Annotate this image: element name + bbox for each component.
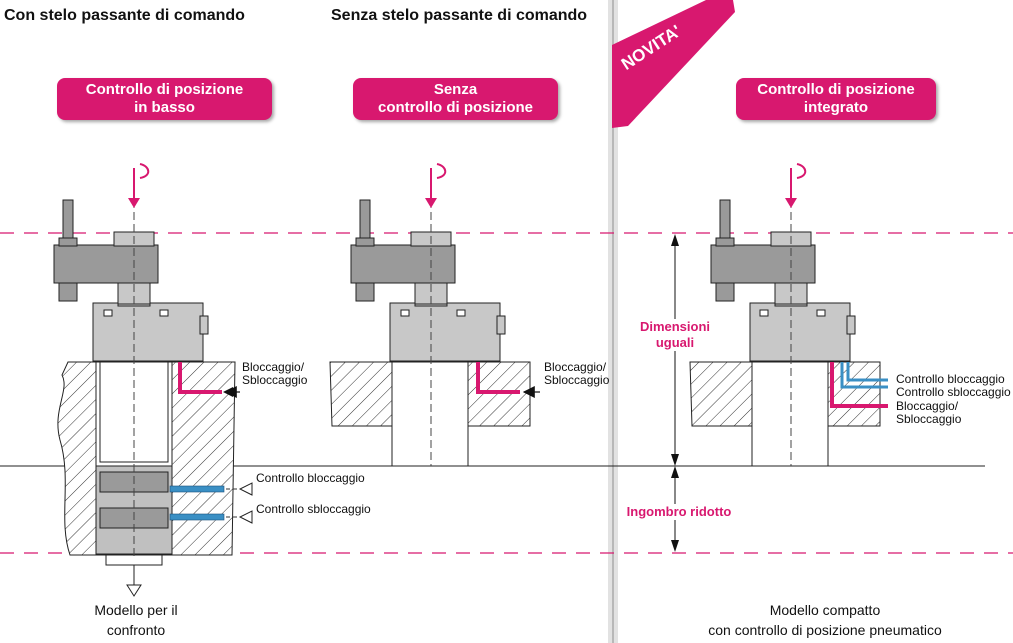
- pill-line-1: Controllo di posizione: [757, 81, 915, 98]
- pill-line-1: Controllo di posizione: [85, 81, 244, 98]
- label-line-1: Bloccaggio/: [896, 399, 959, 413]
- label-line-2: Sbloccaggio: [896, 412, 962, 426]
- right-clamp-label: Bloccaggio/ Sbloccaggio: [896, 400, 961, 426]
- pill-line-2: integrato: [803, 99, 869, 116]
- label-line-1: Bloccaggio/: [242, 360, 305, 374]
- right-clamp-control-label: Controllo bloccaggio: [896, 372, 1005, 386]
- caption-comparison-model: Modello per il confronto: [56, 600, 216, 640]
- pill-line-1: Senza: [433, 81, 478, 98]
- novita-badge: [612, 0, 735, 128]
- label-line-2: uguali: [655, 335, 695, 350]
- header-without-rod: Senza stelo passante di comando: [331, 7, 588, 24]
- left-clamp-label: Bloccaggio/ Sbloccaggio: [242, 361, 307, 387]
- middle-clamp-label: Bloccaggio/ Sbloccaggio: [544, 361, 609, 387]
- caption-line-1: Modello per il: [94, 602, 178, 618]
- header-with-rod: Con stelo passante di comando: [4, 7, 245, 24]
- label-line-1: Dimensioni: [639, 319, 711, 334]
- pill-line-2: in basso: [134, 99, 195, 116]
- caption-line-2: confronto: [106, 622, 166, 638]
- caption-compact-model: Modello compatto con controllo di posizi…: [680, 600, 970, 640]
- right-unit: [689, 163, 888, 467]
- pill-bottom-position-control: Controllo di posizione in basso: [57, 78, 272, 120]
- pill-integrated-position-control: Controllo di posizione integrato: [736, 78, 936, 120]
- equal-dimensions-label: Dimensioni uguali: [632, 319, 718, 351]
- reduced-size-label: Ingombro ridotto: [620, 504, 738, 520]
- dimension-arrows: [671, 234, 679, 552]
- pill-no-position-control: Senza controllo di posizione: [353, 78, 558, 120]
- label-line-2: Sbloccaggio: [242, 373, 308, 387]
- left-unclamp-control-label: Controllo sbloccaggio: [256, 502, 371, 516]
- left-unit: [53, 163, 253, 597]
- pill-line-2: controllo di posizione: [378, 99, 533, 116]
- label-line-2: Sbloccaggio: [544, 373, 610, 387]
- right-unclamp-control-label: Controllo sbloccaggio: [896, 385, 1011, 399]
- label-line-1: Bloccaggio/: [544, 360, 607, 374]
- middle-unit: [329, 163, 540, 467]
- left-clamp-control-label: Controllo bloccaggio: [256, 471, 365, 485]
- caption-line-2: con controllo di posizione pneumatico: [708, 622, 942, 638]
- caption-line-1: Modello compatto: [769, 602, 881, 618]
